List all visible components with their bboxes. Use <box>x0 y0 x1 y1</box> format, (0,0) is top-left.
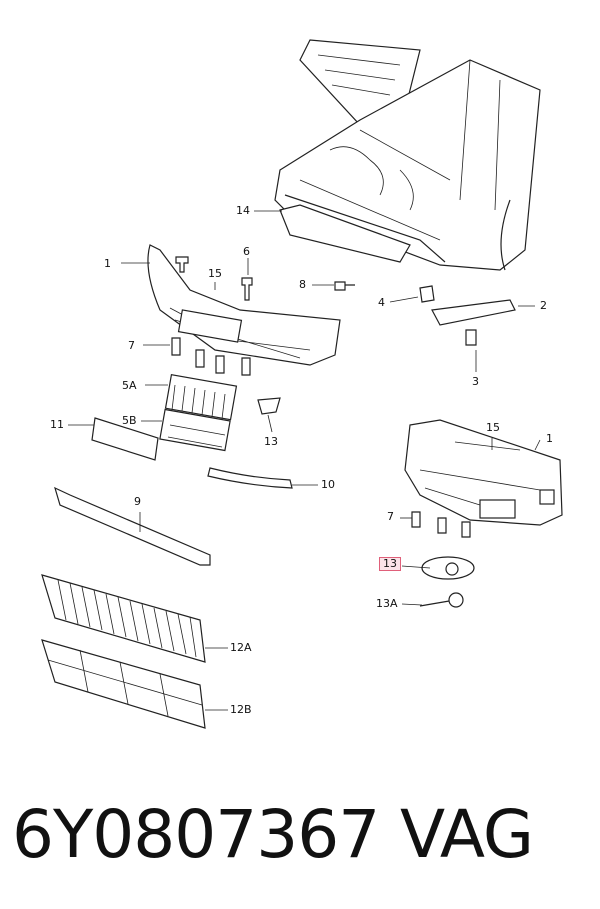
part-number: 6Y0807367 <box>12 796 380 873</box>
callout-13: 13 <box>264 435 278 448</box>
leader-lines <box>68 210 541 711</box>
callout-12b: 12B <box>230 703 252 716</box>
callout-14: 14 <box>236 204 250 217</box>
grille-12a <box>41 574 206 663</box>
callout-7: 7 <box>128 339 135 352</box>
callout-10: 10 <box>321 478 335 491</box>
part-9-strip <box>54 486 211 566</box>
car-illustration <box>274 39 541 271</box>
grille-12b <box>41 639 206 729</box>
callout-1-detail: 1 <box>546 432 553 445</box>
brand-name: VAG <box>400 796 534 873</box>
callout-11: 11 <box>50 418 64 431</box>
bracket-right <box>419 285 516 346</box>
part-13-cap <box>257 397 281 415</box>
callout-3: 3 <box>472 375 479 388</box>
callout-1: 1 <box>104 257 111 270</box>
callout-15: 15 <box>208 267 222 280</box>
callout-13-highlighted[interactable]: 13 <box>379 557 401 571</box>
fog-lamp-cover-13a <box>419 592 464 608</box>
front-bumper-left <box>147 244 341 366</box>
front-bumper-right <box>404 419 563 538</box>
callout-5a: 5A <box>122 379 137 392</box>
grille-5a <box>164 374 238 421</box>
callout-6: 6 <box>243 245 250 258</box>
fog-lamp-grille-13 <box>421 556 475 580</box>
callout-7-detail: 7 <box>387 510 394 523</box>
callout-13a: 13A <box>376 597 398 610</box>
callout-9: 9 <box>134 495 141 508</box>
callout-8: 8 <box>299 278 306 291</box>
fasteners <box>171 256 355 376</box>
callout-12a: 12A <box>230 641 252 654</box>
callout-4: 4 <box>378 296 385 309</box>
callout-15-detail: 15 <box>486 421 500 434</box>
part-10-strip <box>207 467 293 489</box>
grille-5b <box>159 408 231 452</box>
callout-5b: 5B <box>122 414 137 427</box>
part-11 <box>91 417 159 461</box>
callout-2: 2 <box>540 299 547 312</box>
parts-diagram <box>41 39 563 729</box>
